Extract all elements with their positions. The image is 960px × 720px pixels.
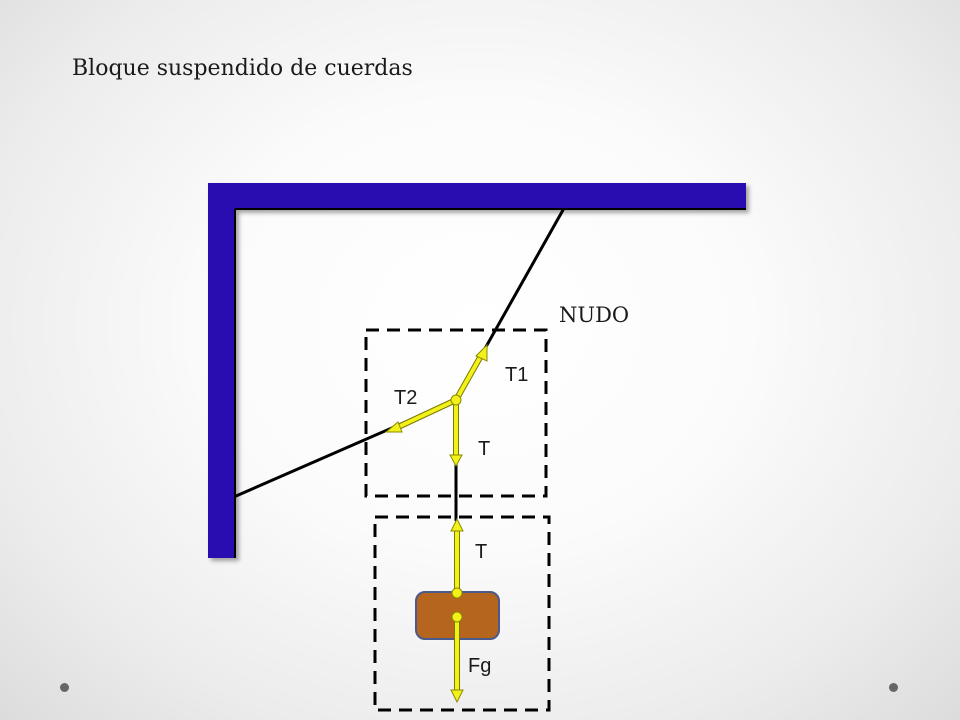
force-vectors [384, 343, 488, 704]
label-t-knot: T [478, 438, 490, 460]
vector-fg [450, 614, 464, 704]
vector-t1 [453, 343, 488, 403]
block-dashed-box [373, 515, 551, 712]
block-top-point [451, 587, 463, 599]
vector-t2 [384, 397, 459, 433]
label-fg: Fg [468, 655, 491, 677]
nav-next-dot-icon[interactable] [889, 683, 898, 692]
label-t-block: T [475, 541, 487, 563]
knot-dashed-box [364, 328, 548, 498]
slide-title: Bloque suspendido de cuerdas [72, 56, 413, 81]
nav-prev-dot-icon[interactable] [60, 683, 69, 692]
label-t1: T1 [505, 364, 528, 386]
support-structure [208, 183, 746, 558]
knot-point [450, 394, 462, 406]
label-knot: NUDO [559, 303, 629, 327]
vector-t-knot [449, 397, 463, 468]
vector-t-block [450, 517, 464, 596]
wall-beam [208, 183, 235, 558]
label-t2: T2 [394, 387, 417, 409]
block-center-point [451, 611, 463, 623]
ceiling-beam [208, 183, 746, 208]
